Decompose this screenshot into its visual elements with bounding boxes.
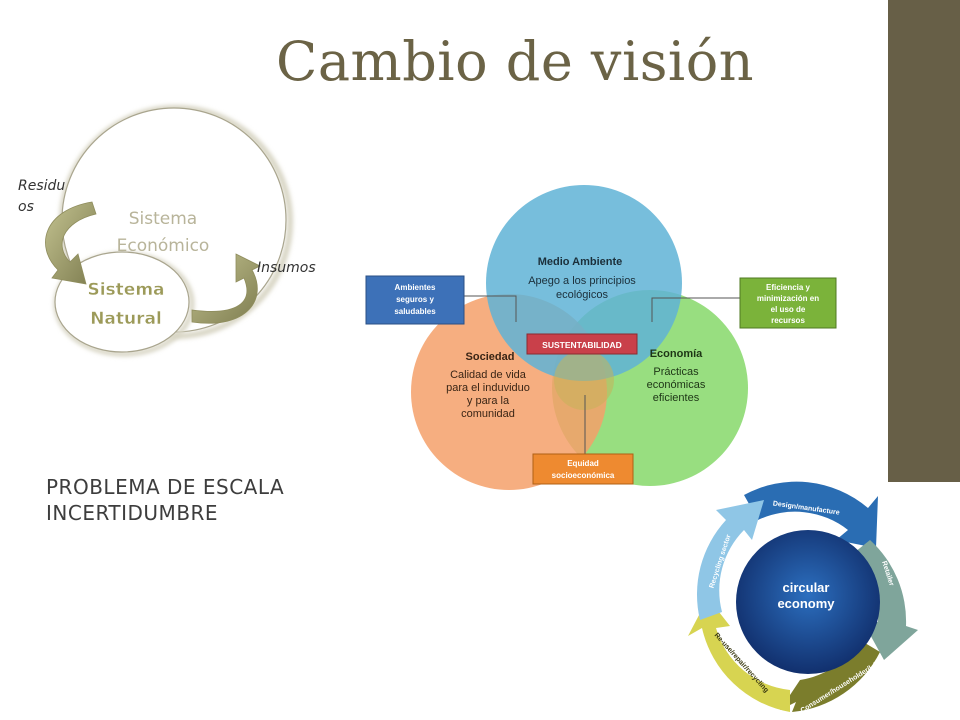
connector-green	[651, 297, 740, 322]
box-green-3: el uso de	[771, 305, 806, 314]
box-blue	[365, 275, 465, 325]
sociedad-sub-4: comunidad	[461, 408, 515, 420]
venn-intersection	[554, 350, 614, 410]
box-green-1: Eficiencia y	[766, 283, 811, 292]
box-orange-2: socioeconómica	[552, 471, 615, 480]
core-label-1: circular	[783, 580, 830, 595]
residuos-label-line1: Residu	[18, 178, 65, 194]
problem-line-2: INCERTIDUMBRE	[46, 501, 219, 525]
medio-sub-1: Apego a los principios	[528, 275, 636, 287]
circular-economy: circular economy Design/manufacture Reta…	[688, 481, 918, 715]
insumos-arrow	[191, 253, 261, 324]
box-green-4: recursos	[771, 316, 805, 325]
segment-recycling	[696, 500, 764, 620]
box-green	[739, 277, 837, 329]
system-diagram: Sistema Económico Sistema Natural Residu…	[18, 105, 316, 357]
sustainability-venn: Medio Ambiente Apego a los principios ec…	[358, 185, 850, 490]
residuos-label-line2: os	[18, 199, 34, 215]
center-label-box	[526, 333, 638, 355]
box-blue-3: saludables	[394, 307, 436, 316]
segment-reuse	[688, 598, 790, 712]
economia-sub-1: Prácticas	[653, 366, 699, 378]
medio-title: Medio Ambiente	[538, 256, 623, 268]
sociedad-sub-1: Calidad de vida	[450, 369, 527, 381]
box-blue-1: Ambientes	[395, 283, 436, 292]
inner-label-line1: Sistema	[87, 280, 164, 300]
box-orange-1: Equidad	[567, 459, 599, 468]
connector-blue	[464, 295, 517, 322]
outer-label-line1: Sistema	[129, 209, 197, 229]
sociedad-sub-3: y para la	[467, 395, 510, 407]
box-blue-2: seguros y	[396, 295, 434, 304]
center-label: SUSTENTABILIDAD	[542, 340, 622, 350]
sociedad-title: Sociedad	[466, 351, 515, 363]
inner-ellipse	[54, 251, 190, 353]
medio-sub-2: ecológicos	[556, 289, 608, 301]
core-label-2: economy	[777, 596, 835, 611]
economia-sub-2: económicas	[647, 379, 706, 391]
box-green-2: minimización en	[757, 294, 819, 303]
inner-label-line2: Natural	[90, 309, 162, 329]
residuos-arrow	[45, 201, 97, 285]
decorative-side-bar	[888, 0, 960, 482]
venn-circle-medio	[486, 185, 682, 381]
box-orange	[532, 453, 634, 485]
segment-design	[744, 481, 878, 548]
slide-title: Cambio de visión	[276, 30, 754, 93]
insumos-label: Insumos	[257, 260, 316, 276]
core-circle	[736, 530, 880, 674]
problem-text: PROBLEMA DE ESCALA INCERTIDUMBRE	[46, 474, 284, 526]
economia-sub-3: eficientes	[653, 392, 700, 404]
problem-line-1: PROBLEMA DE ESCALA	[46, 475, 285, 499]
outer-label-line2: Económico	[117, 236, 210, 256]
sociedad-sub-2: para el induviduo	[446, 382, 530, 394]
segment-consumer	[780, 640, 880, 712]
economia-title: Economía	[650, 348, 703, 360]
